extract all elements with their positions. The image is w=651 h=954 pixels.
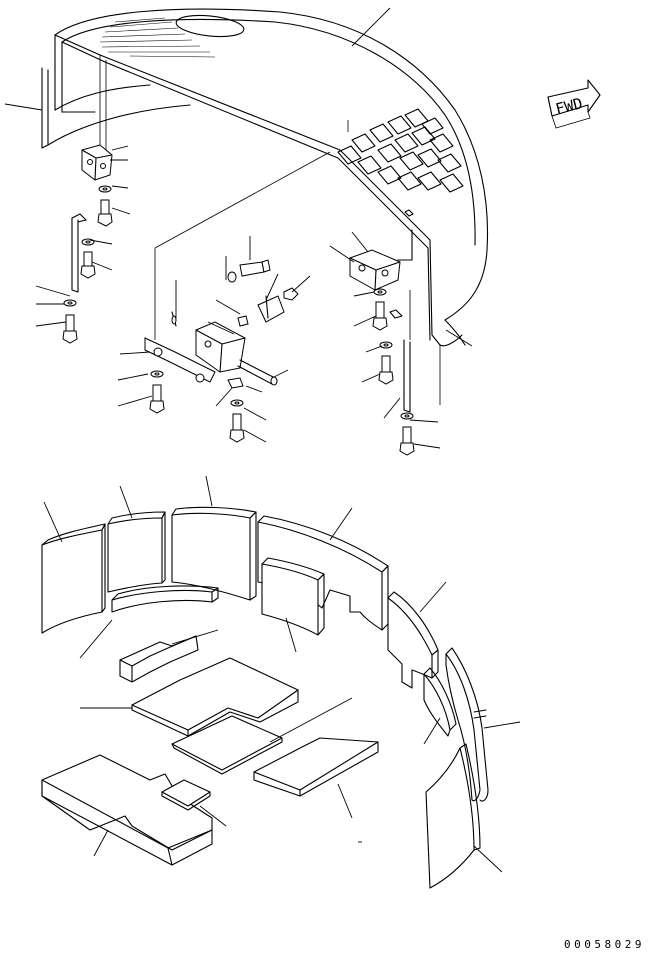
fwd-label: FWD bbox=[554, 94, 585, 118]
side-vent-grid bbox=[337, 108, 464, 217]
insulation-pads bbox=[41, 506, 489, 889]
leader-lines bbox=[4, 7, 521, 873]
fwd-direction-arrow: FWD bbox=[547, 79, 601, 129]
left-hinge-assembly bbox=[62, 144, 113, 344]
center-latch-assembly bbox=[144, 151, 331, 443]
engine-hood bbox=[41, 8, 489, 347]
right-hinge-assembly bbox=[349, 249, 441, 456]
drawing-number: 00058029 bbox=[564, 938, 645, 951]
